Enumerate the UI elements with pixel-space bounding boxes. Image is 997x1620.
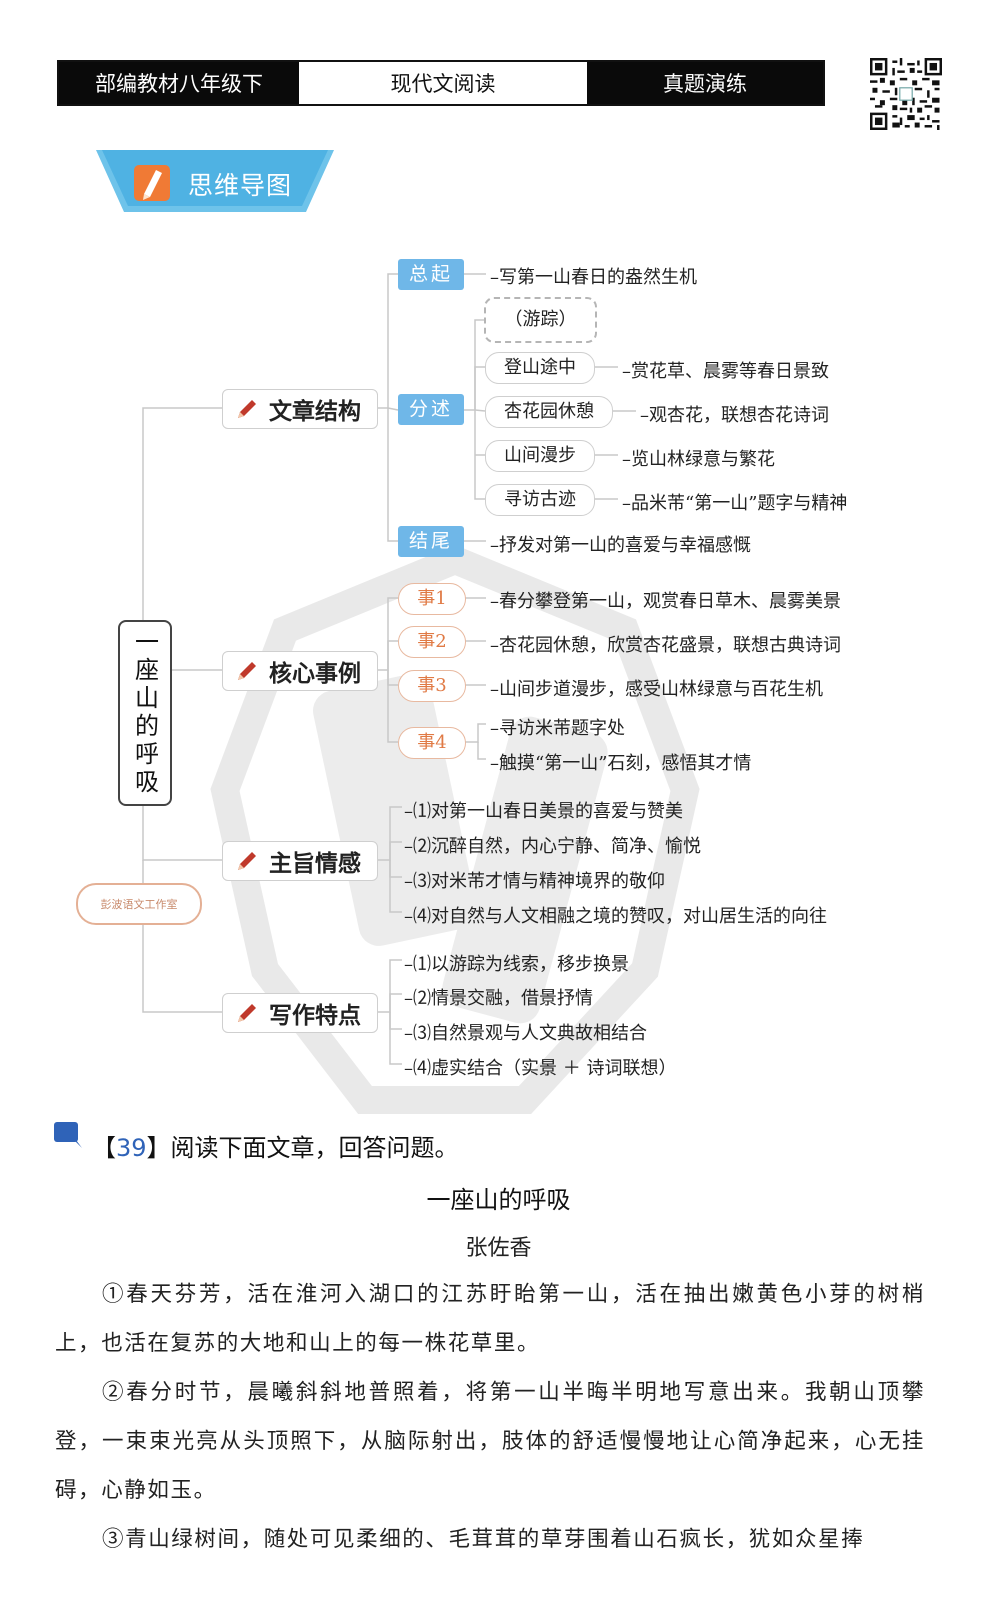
header-bar: 部编教材八年级下 现代文阅读 真题演练	[57, 60, 825, 106]
step-2-text: –观杏花，联想杏花诗词	[640, 405, 829, 426]
question-instruction: 阅读下面文章，回答问题。	[170, 1134, 459, 1162]
event-tag-3: 事3	[398, 670, 466, 702]
step-1: 登山途中	[485, 352, 595, 384]
writing-4: –⑷虚实结合（实景 ＋ 诗词联想）	[404, 1058, 677, 1079]
mind-map: 一座山的呼吸 彭波语文工作室 文章结构 总起 –写第一山春日的盎然生机 （游踪）…	[76, 259, 848, 1079]
category-events: 核心事例	[222, 651, 378, 691]
studio-stamp: 彭波语文工作室	[76, 883, 202, 925]
step-3-text: –览山林绿意与繁花	[622, 449, 775, 470]
mind-map-connectors	[142, 273, 636, 1065]
step-4-text: –品米芾“第一山”题字与精神	[622, 493, 848, 514]
step-4: 寻访古迹	[485, 484, 595, 516]
tag-end: 结尾	[398, 526, 464, 557]
step-1-text: –赏花草、晨雾等春日景致	[622, 361, 829, 382]
emotion-4: –⑷对自然与人文相融之境的赞叹，对山居生活的向往	[404, 906, 827, 927]
pencil-icon	[238, 662, 256, 680]
pencil-icon	[238, 852, 256, 870]
step-3: 山间漫步	[485, 440, 595, 472]
mindmap-root: 一座山的呼吸	[118, 620, 172, 806]
pencil-icon	[238, 1004, 256, 1022]
category-writing: 写作特点	[222, 993, 378, 1033]
category-structure: 文章结构	[222, 389, 378, 429]
category-emotion: 主旨情感	[222, 841, 378, 881]
header-section: 真题演练	[587, 62, 823, 104]
emotion-1: –⑴对第一山春日美景的喜爱与赞美	[404, 801, 683, 822]
bracket-close: 】	[146, 1134, 171, 1162]
qr-code-icon	[870, 58, 942, 130]
paragraph-1: ①春天芬芳，活在淮河入湖口的江苏盱眙第一山，活在抽出嫩黄色小芽的树梢上，也活在复…	[55, 1282, 925, 1356]
event-tag-1: 事1	[398, 583, 466, 615]
event-text-4b: –触摸“第一山”石刻，感悟其才情	[490, 753, 752, 774]
writing-3: –⑶自然景观与人文典故相结合	[404, 1023, 647, 1044]
event-tag-4: 事4	[398, 727, 466, 759]
intro-text: –写第一山春日的盎然生机	[490, 267, 697, 288]
bracket-open: 【	[92, 1134, 116, 1162]
end-text: –抒发对第一山的喜爱与幸福感慨	[490, 535, 751, 556]
mindmap-title: 思维导图	[188, 171, 293, 200]
article-author: 张佐香	[465, 1236, 532, 1261]
article-title: 一座山的呼吸	[426, 1186, 571, 1214]
category-events-label: 核心事例	[269, 661, 361, 687]
category-writing-label: 写作特点	[269, 1003, 361, 1029]
event-text-3: –山间步道漫步，感受山林绿意与百花生机	[490, 679, 823, 700]
header-topic: 现代文阅读	[299, 62, 587, 104]
event-text-1: –春分攀登第一山，观赏春日草木、晨雾美景	[490, 591, 841, 612]
route-label: （游踪）	[484, 297, 597, 343]
emotion-3: –⑶对米芾才情与精神境界的敬仰	[404, 871, 665, 892]
tag-intro: 总起	[398, 259, 464, 290]
step-2: 杏花园休憩	[485, 396, 613, 428]
bookmark-icon	[54, 1122, 82, 1148]
root-title: 一座山的呼吸	[130, 629, 159, 797]
mindmap-banner	[96, 150, 334, 212]
paragraph-2: ②春分时节，晨曦斜斜地普照着，将第一山半晦半明地写意出来。我朝山顶攀登，一束束光…	[55, 1380, 925, 1503]
category-emotion-label: 主旨情感	[269, 851, 361, 877]
event-text-2: –杏花园休憩，欣赏杏花盛景，联想古典诗词	[490, 635, 841, 656]
writing-2: –⑵情景交融，借景抒情	[404, 988, 593, 1009]
emotion-2: –⑵沉醉自然，内心宁静、简净、愉悦	[404, 836, 701, 857]
question-number: 39	[116, 1134, 147, 1162]
writing-1: –⑴以游踪为线索，移步换景	[404, 954, 629, 975]
question-header: 【39】阅读下面文章，回答问题。	[92, 1128, 459, 1163]
header-grade: 部编教材八年级下	[59, 62, 299, 104]
event-tag-2: 事2	[398, 626, 466, 658]
paragraph-3: ③青山绿树间，随处可见柔细的、毛茸茸的草芽围着山石疯长，犹如众星捧	[102, 1527, 865, 1552]
tag-body: 分述	[398, 394, 464, 425]
pencil-icon	[238, 400, 256, 418]
event-text-4: –寻访米芾题字处	[490, 718, 625, 739]
category-structure-label: 文章结构	[269, 399, 361, 425]
